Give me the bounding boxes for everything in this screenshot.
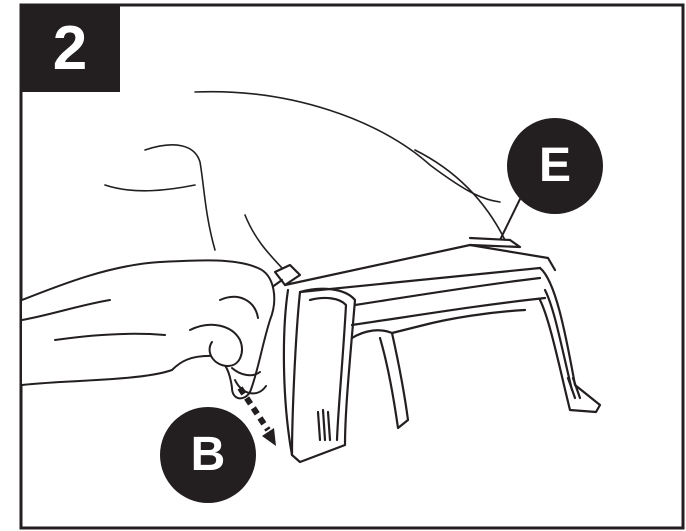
callout-b-badge: B [160, 407, 256, 503]
hand-outline [22, 260, 274, 398]
table-outline [268, 238, 600, 462]
step-number-badge: 2 [20, 6, 120, 92]
cover-sheet-lines [105, 92, 505, 268]
callout-e-leader [500, 195, 522, 240]
panel-border [21, 5, 683, 528]
callout-e-badge: E [507, 118, 603, 214]
